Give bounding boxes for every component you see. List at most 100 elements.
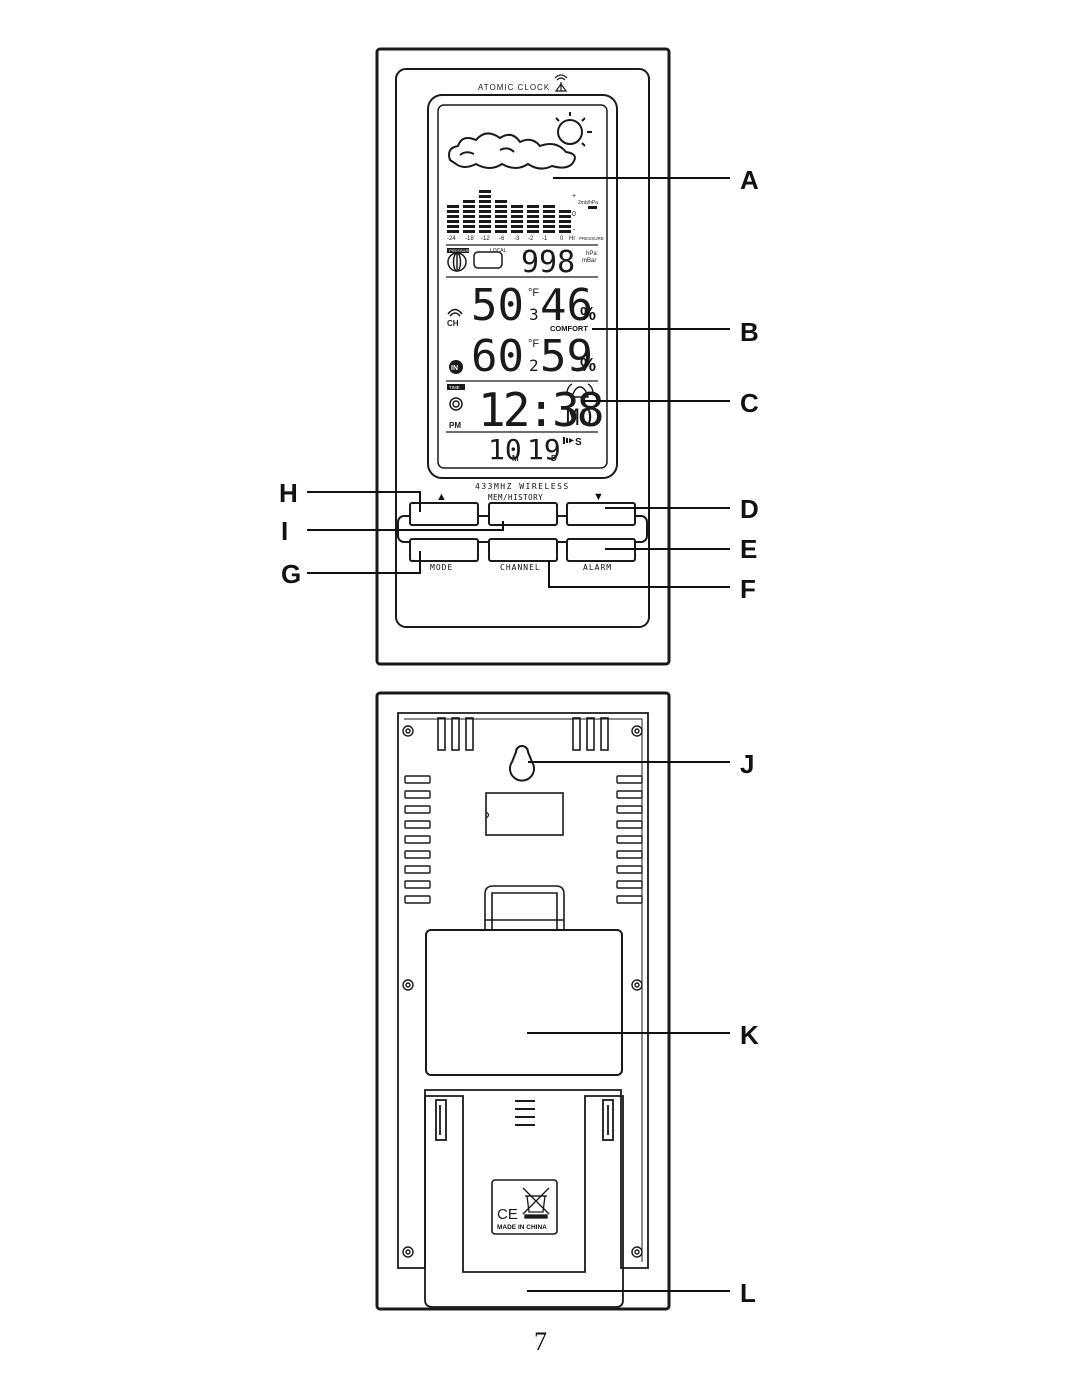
bar-segment (479, 225, 491, 228)
label-plate (485, 792, 564, 836)
compliance-label (491, 1179, 558, 1235)
bar-segment (479, 210, 491, 213)
vent-slot (404, 865, 431, 874)
mode-label: MODE (430, 563, 453, 572)
bar-segment (495, 205, 507, 208)
globe-icon (447, 252, 467, 272)
pressure-unit-small: 2mb/hPa (578, 200, 598, 206)
front-outer-case (375, 47, 671, 666)
callout-line-g (307, 551, 421, 574)
bar-axis-label: -18 (465, 236, 474, 242)
atomic-clock-label: ATOMIC CLOCK (478, 83, 550, 92)
outdoor-humidity-percent: % (580, 304, 596, 324)
date-month: 10 (488, 433, 522, 466)
callout-h: H (279, 478, 298, 508)
vent-slot (616, 805, 643, 814)
bar-segment (447, 230, 459, 233)
comfort-indicator: COMFORT (550, 324, 588, 333)
clock-time: 12:38 (478, 383, 602, 437)
top-vents (437, 717, 609, 751)
bar-segment (495, 215, 507, 218)
bar-segment (543, 230, 555, 233)
indoor-temperature: 60 (471, 331, 524, 382)
bar-segment (543, 220, 555, 223)
bar-segment (511, 205, 523, 208)
bar-segment (495, 220, 507, 223)
antenna-icon (554, 74, 568, 92)
dcf-signal-icon (449, 397, 463, 411)
callout-a: A (740, 165, 759, 195)
ce-mark: CE (497, 1206, 518, 1223)
sound-icon (563, 437, 574, 444)
vent-slot (404, 775, 431, 784)
channel-button[interactable] (488, 538, 558, 562)
bar-axis-label: -6 (499, 236, 505, 242)
bar-segment (527, 205, 539, 208)
pressure-scale-plus: + (572, 193, 576, 200)
down-button[interactable] (566, 502, 636, 526)
page-number: 7 (534, 1327, 547, 1356)
vent-slot (616, 880, 643, 889)
callout-g: G (281, 559, 301, 589)
wireless-signal-icon (447, 308, 463, 317)
callout-i: I (281, 516, 288, 546)
callout-d: D (740, 494, 759, 524)
side-vents (404, 775, 643, 904)
bar-segment (543, 225, 555, 228)
made-in-china: MADE IN CHINA (497, 1224, 547, 1231)
bar-axis-label: -2 (528, 236, 534, 242)
outdoor-temperature: 50 (471, 280, 524, 331)
wireless-label: 433MHZ WIRELESS (475, 482, 570, 491)
mem-history-label: MEM/HISTORY (488, 493, 543, 502)
bar-segment (479, 230, 491, 233)
lcd-frame (427, 94, 618, 479)
back-outer-case (375, 691, 671, 1311)
bar-segment (559, 220, 571, 223)
vent-slot (616, 895, 643, 904)
bar-segment (543, 210, 555, 213)
bar-axis-label: Hr (569, 236, 575, 242)
outdoor-humidity: 46 (540, 280, 593, 331)
bar-segment (527, 215, 539, 218)
label-notch (485, 811, 490, 819)
channel-label-button: CHANNEL (500, 563, 541, 572)
indoor-temperature-unit: °F (528, 338, 539, 350)
vent-slot (404, 895, 431, 904)
mem-history-button[interactable] (488, 502, 558, 526)
screws (402, 725, 643, 1258)
callout-k: K (740, 1020, 759, 1050)
time-badge (447, 384, 465, 390)
outdoor-temperature-decimal: 3 (529, 305, 539, 324)
bar-segment (511, 215, 523, 218)
pressure-scale: + 0 - 2mb/hPa PRESSURE (572, 193, 604, 241)
seconds-indicator: S (575, 437, 582, 448)
stand (424, 1095, 624, 1308)
lcd-screen (437, 104, 608, 469)
up-arrow-icon: ▲ (436, 491, 447, 503)
vent-slot (404, 835, 431, 844)
alarm-label: ALARM (583, 563, 612, 572)
weee-bin-icon (522, 1187, 550, 1219)
bar-segment (511, 230, 523, 233)
weekday: MO (566, 406, 593, 431)
pressure-scale-minus: - (573, 227, 576, 234)
up-button[interactable] (409, 502, 479, 526)
date-month-suffix: M (512, 454, 519, 463)
vent-slot (404, 880, 431, 889)
bar-segment (479, 205, 491, 208)
mode-button[interactable] (409, 538, 479, 562)
bar-segment (495, 230, 507, 233)
pressure-badge-text: PRESSURE (449, 248, 471, 253)
bar-segment (479, 200, 491, 203)
keyhole-hanger (509, 745, 535, 782)
indoor-humidity: 59 (540, 331, 593, 382)
bar-segment (511, 225, 523, 228)
bar-segment (463, 225, 475, 228)
callout-line-f (548, 560, 730, 588)
bar-segment (495, 210, 507, 213)
pressure-unit-hpa: hPa (586, 251, 597, 257)
bar-segment (511, 220, 523, 223)
pressure-history-bars (447, 190, 571, 233)
